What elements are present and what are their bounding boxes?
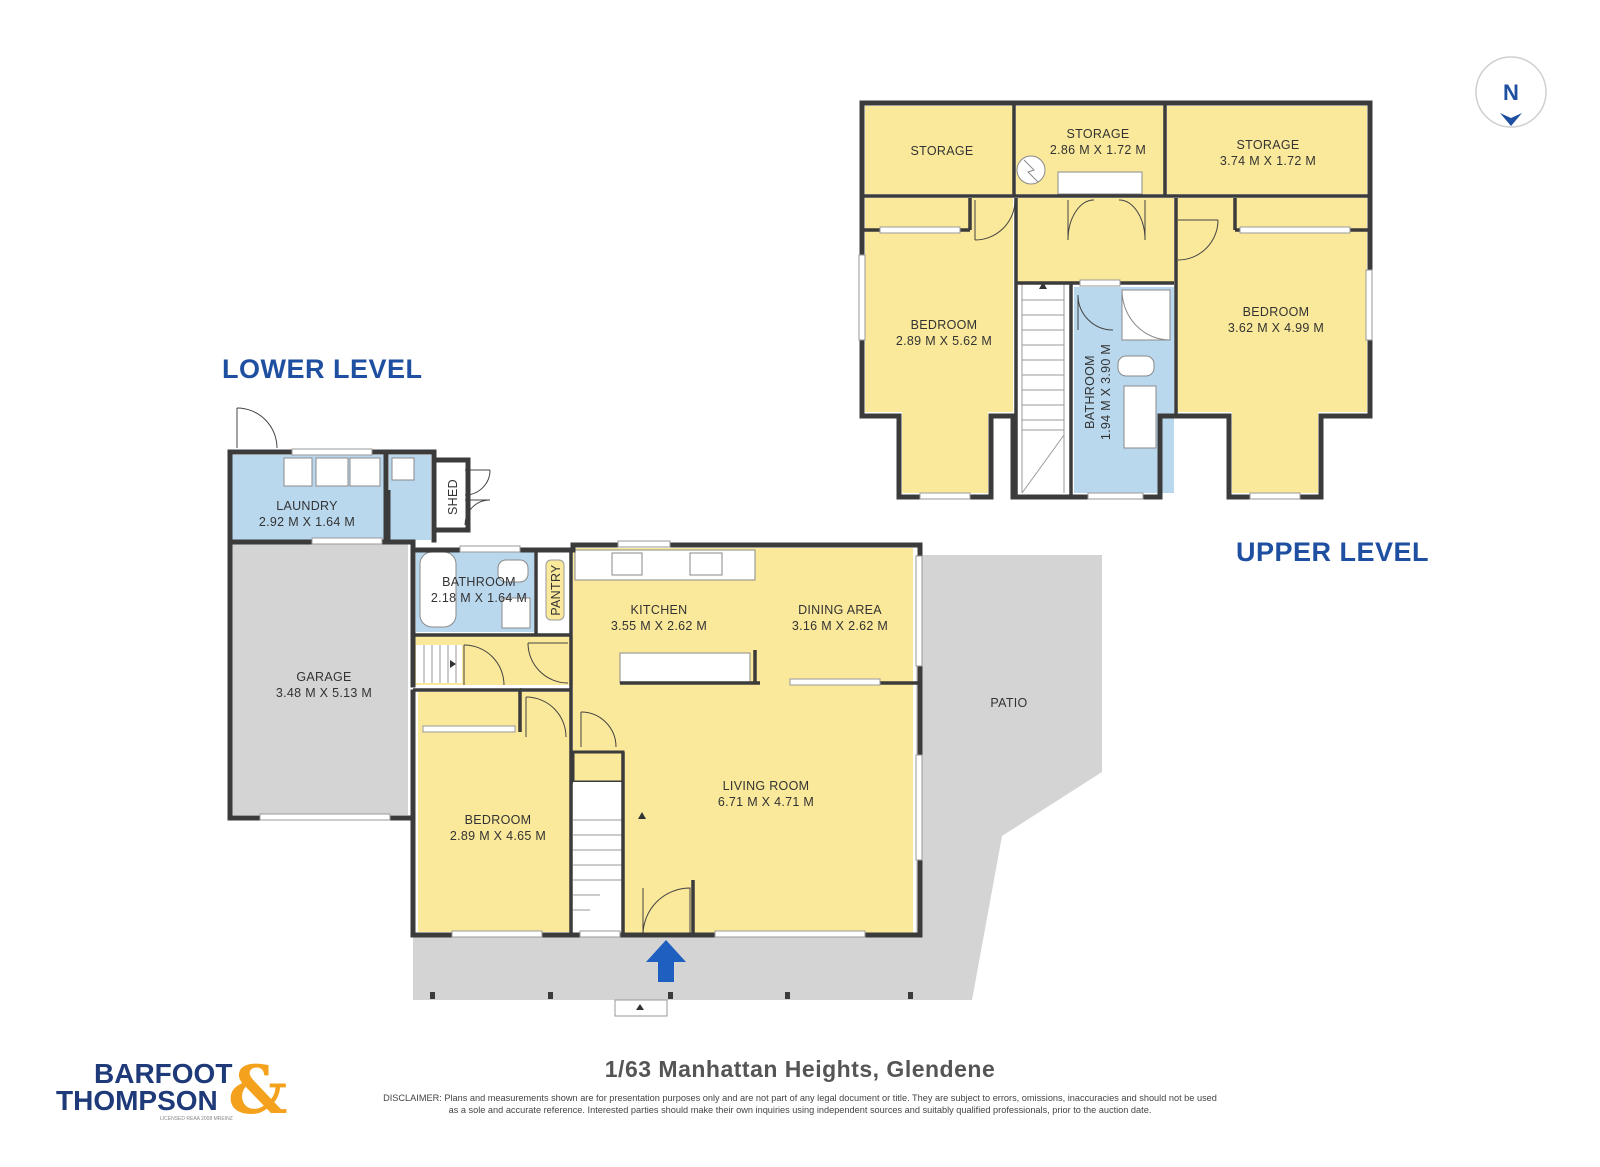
deck-posts <box>430 992 913 999</box>
laundry-label: LAUNDRY <box>276 499 338 513</box>
garage-size: 3.48 M X 5.13 M <box>276 686 372 700</box>
brand-license: LICENSED REAA 2008 MREINZ <box>160 1116 233 1122</box>
upper-walls <box>859 100 1373 500</box>
upper-bedroom-right-label: BEDROOM <box>1243 305 1310 319</box>
stair-arrow-icon <box>638 812 646 819</box>
upper-shower <box>1121 289 1171 341</box>
front-step-arrow-icon <box>636 1004 644 1010</box>
upper-hall <box>1016 198 1174 282</box>
disclaimer-line-2: as a sole and accurate reference. Intere… <box>449 1105 1152 1115</box>
laundry-size: 2.92 M X 1.64 M <box>259 515 355 529</box>
washer <box>315 457 349 487</box>
doors-lower <box>236 407 691 936</box>
living-room <box>573 683 913 933</box>
upper-vanity <box>1123 385 1157 449</box>
storage-3-room <box>1167 106 1367 194</box>
lower-level-heading: LOWER LEVEL <box>222 354 423 384</box>
kitchen-sink <box>611 552 643 576</box>
upper-stair-treads <box>1021 284 1065 494</box>
bathroom-size: 2.18 M X 1.64 M <box>431 591 527 605</box>
laundry-sink <box>283 457 313 487</box>
disclaimer-line-1: DISCLAIMER: Plans and measurements shown… <box>383 1093 1217 1103</box>
upper-bathroom-label: BATHROOM <box>1083 355 1097 429</box>
cylinder-icon <box>1023 159 1039 183</box>
storage-1-room <box>865 106 1013 194</box>
north-compass: N <box>1475 56 1547 128</box>
laundry-tub <box>391 457 415 481</box>
storage-2-label: STORAGE <box>1067 127 1130 141</box>
property-address: 1/63 Manhattan Heights, Glendene <box>605 1056 995 1082</box>
upper-level-plan <box>858 100 1373 500</box>
bathtub <box>419 551 457 628</box>
kitchen-label: KITCHEN <box>631 603 688 617</box>
entry-arrow-icon <box>646 940 686 982</box>
storage-3-size: 3.74 M X 1.72 M <box>1220 154 1316 168</box>
upper-bedroom-right-size: 3.62 M X 4.99 M <box>1228 321 1324 335</box>
upper-stair-arrow-icon <box>1039 282 1047 289</box>
pantry-label: PANTRY <box>549 564 563 616</box>
upper-stairs <box>1016 284 1070 493</box>
storage-2-size: 2.86 M X 1.72 M <box>1050 143 1146 157</box>
bedroom-left-room <box>865 198 1013 493</box>
landing-step <box>573 782 623 805</box>
garage-room <box>230 540 408 815</box>
dining-label: DINING AREA <box>798 603 882 617</box>
patio-area <box>916 555 1102 1000</box>
bedroom-size: 2.89 M X 4.65 M <box>450 829 546 843</box>
cooktop <box>689 552 723 576</box>
compass-circle <box>1475 56 1547 128</box>
dining-size: 3.16 M X 2.62 M <box>792 619 888 633</box>
compass-label: N <box>1503 80 1519 105</box>
upper-bedroom-left-size: 2.89 M X 5.62 M <box>896 334 992 348</box>
bedroom-right-room <box>1177 198 1367 493</box>
storage-3-label: STORAGE <box>1237 138 1300 152</box>
stair-treads-lower <box>573 819 623 911</box>
shed-room <box>438 463 464 528</box>
storage-1-label: STORAGE <box>911 144 974 158</box>
pantry-shelf <box>545 559 565 621</box>
upper-level-heading: UPPER LEVEL <box>1236 537 1429 567</box>
north-arrow-icon <box>1500 113 1522 126</box>
bedroom-label: BEDROOM <box>465 813 532 827</box>
kitchen-size: 3.55 M X 2.62 M <box>611 619 707 633</box>
upper-bathroom-size: 1.94 M X 3.90 M <box>1099 344 1113 440</box>
bathroom-label: BATHROOM <box>442 575 516 589</box>
kitchen-island <box>619 652 751 684</box>
toilet <box>497 559 529 583</box>
upper-toilet <box>1117 355 1155 377</box>
hot-water-cylinder <box>1016 155 1046 185</box>
living-size: 6.71 M X 4.71 M <box>718 795 814 809</box>
living-label: LIVING ROOM <box>723 779 810 793</box>
dryer <box>349 457 381 487</box>
brand-ampersand: & <box>228 1051 288 1129</box>
windows-lower <box>259 448 923 938</box>
windows-upper <box>858 226 1373 500</box>
landing <box>571 750 625 784</box>
kitchen-bench <box>574 549 756 581</box>
shed-label: SHED <box>446 479 460 515</box>
brand-logo: & BARFOOT THOMPSON LICENSED REAA 2008 MR… <box>56 1051 288 1129</box>
small-stair-arrow-icon <box>450 660 456 668</box>
patio-label: PATIO <box>990 696 1027 710</box>
brand-line-1: BARFOOT <box>94 1058 232 1089</box>
storage-shelf <box>1057 171 1143 195</box>
shower-screen <box>1121 289 1171 341</box>
bathroom-vanity <box>501 597 531 629</box>
brand-line-2: THOMPSON <box>56 1085 218 1116</box>
upper-bedroom-left-label: BEDROOM <box>911 318 978 332</box>
lower-level-plan <box>227 407 1102 1017</box>
stairs-lower <box>573 805 623 933</box>
garage-label: GARAGE <box>296 670 351 684</box>
